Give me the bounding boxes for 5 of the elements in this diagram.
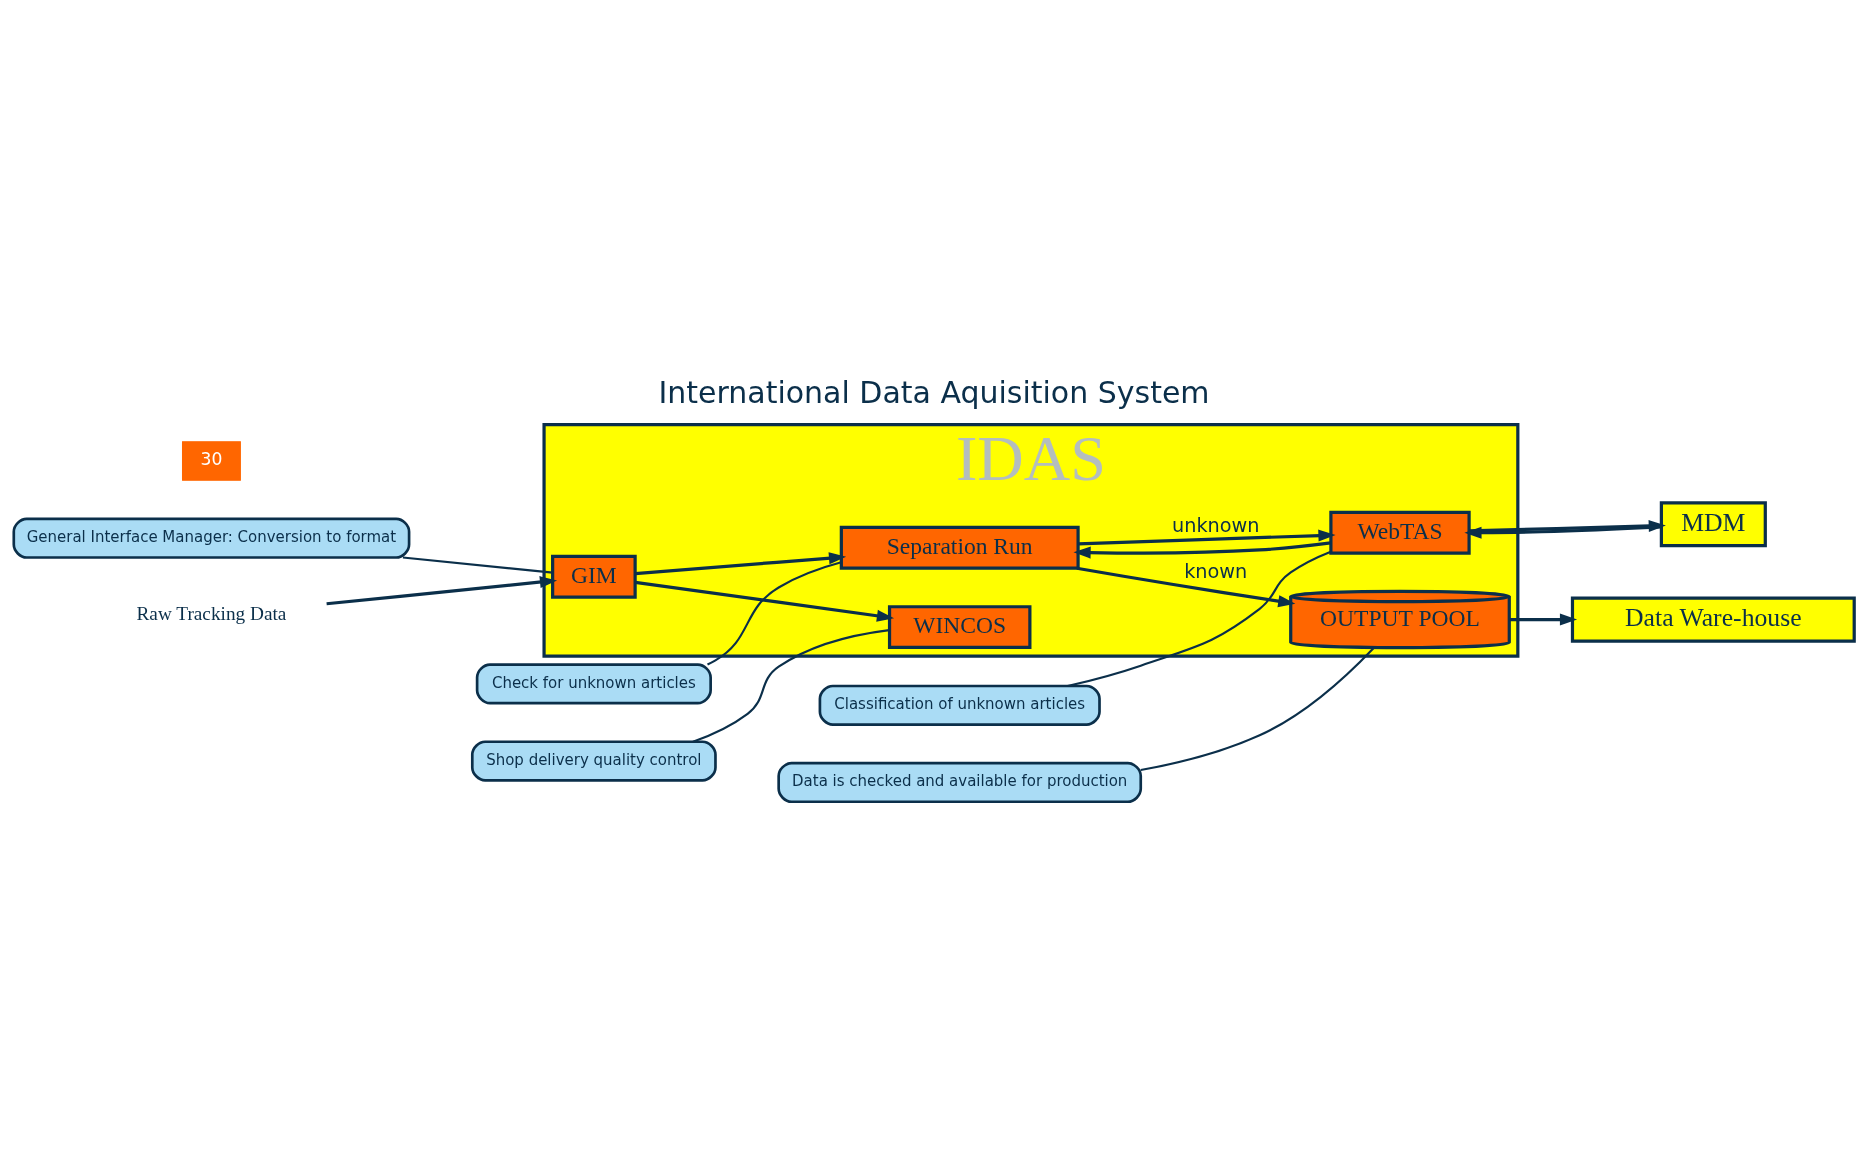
diagram-title: International Data Aquisition System [658, 374, 1210, 410]
label: 30 [200, 448, 223, 469]
node-text: Raw Tracking Data [136, 602, 287, 624]
edge-label: known [1184, 559, 1248, 583]
edge-label: unknown [1171, 513, 1260, 537]
